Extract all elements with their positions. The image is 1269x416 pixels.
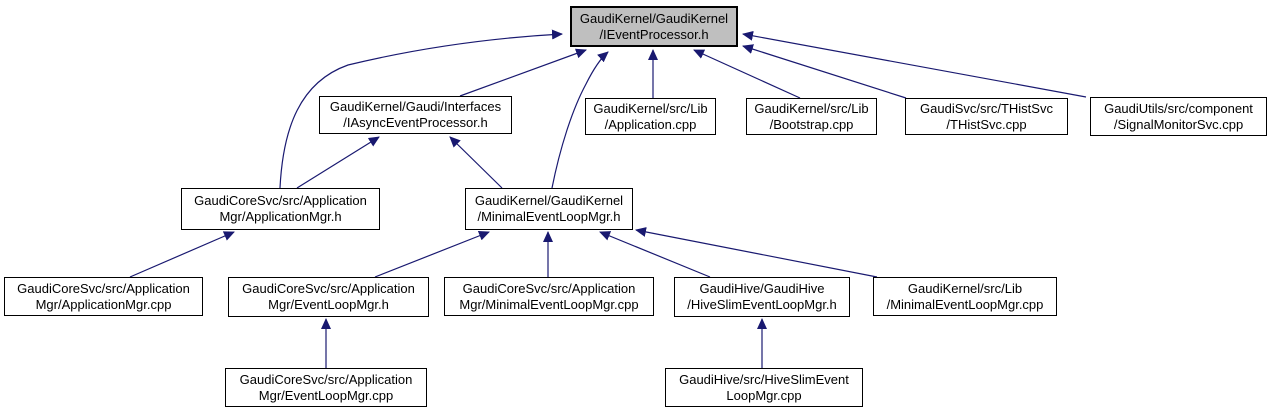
node-label-line: Mgr/EventLoopMgr.cpp bbox=[258, 387, 394, 403]
node-bootstrap-cpp[interactable]: GaudiKernel/src/Lib /Bootstrap.cpp bbox=[746, 98, 877, 135]
node-label-line: GaudiUtils/src/component bbox=[1104, 100, 1253, 116]
node-label-line: GaudiCoreSvc/src/Application bbox=[194, 193, 367, 208]
node-minimaleventloopmgr-cpp-kernel[interactable]: GaudiKernel/src/Lib /MinimalEventLoopMgr… bbox=[873, 277, 1057, 316]
node-label-line: GaudiKernel/GaudiKernel bbox=[474, 193, 624, 208]
node-minimaleventloopmgr-h[interactable]: GaudiKernel/GaudiKernel /MinimalEventLoo… bbox=[465, 188, 633, 230]
node-label-line: GaudiHive/src/HiveSlimEvent bbox=[679, 371, 849, 387]
node-hiveslimeventloopmgr-cpp[interactable]: GaudiHive/src/HiveSlimEvent LoopMgr.cpp bbox=[665, 368, 863, 407]
node-eventloopmgr-cpp[interactable]: GaudiCoreSvc/src/Application Mgr/EventLo… bbox=[225, 368, 427, 407]
node-label-line: GaudiKernel/src/Lib bbox=[593, 100, 708, 116]
node-label-line: LoopMgr.cpp bbox=[726, 387, 802, 403]
node-label-line: GaudiHive/GaudiHive bbox=[699, 281, 825, 296]
node-eventloopmgr-h[interactable]: GaudiCoreSvc/src/Application Mgr/EventLo… bbox=[228, 277, 429, 317]
node-label-line: /MinimalEventLoopMgr.h bbox=[477, 209, 621, 224]
node-label-line: Mgr/ApplicationMgr.h bbox=[219, 209, 342, 224]
node-label-line: GaudiCoreSvc/src/Application bbox=[239, 371, 413, 387]
node-ieventprocessor-h-root: GaudiKernel/GaudiKernel /IEventProcessor… bbox=[570, 6, 738, 47]
node-label-line: /SignalMonitorSvc.cpp bbox=[1113, 116, 1244, 132]
node-label-line: /MinimalEventLoopMgr.cpp bbox=[886, 296, 1044, 312]
node-label-line: Mgr/MinimalEventLoopMgr.cpp bbox=[459, 296, 639, 312]
node-label-line: GaudiKernel/GaudiKernel bbox=[579, 10, 729, 26]
node-thistsvc-cpp[interactable]: GaudiSvc/src/THistSvc /THistSvc.cpp bbox=[905, 98, 1068, 135]
node-label-line: /IEventProcessor.h bbox=[599, 26, 709, 42]
node-applicationmgr-h[interactable]: GaudiCoreSvc/src/Application Mgr/Applica… bbox=[181, 188, 380, 230]
node-label-line: GaudiKernel/Gaudi/Interfaces bbox=[329, 99, 502, 114]
node-label-line: /Bootstrap.cpp bbox=[769, 116, 854, 132]
node-minimaleventloopmgr-cpp-coresvc[interactable]: GaudiCoreSvc/src/Application Mgr/Minimal… bbox=[444, 277, 654, 316]
node-label-line: /THistSvc.cpp bbox=[946, 116, 1027, 132]
node-applicationmgr-cpp[interactable]: GaudiCoreSvc/src/Application Mgr/Applica… bbox=[4, 277, 203, 316]
node-application-cpp[interactable]: GaudiKernel/src/Lib /Application.cpp bbox=[585, 98, 716, 135]
node-label-line: GaudiKernel/src/Lib bbox=[754, 100, 869, 116]
node-label-line: /Application.cpp bbox=[604, 116, 697, 132]
node-label-line: GaudiCoreSvc/src/Application bbox=[462, 280, 636, 296]
node-label-line: Mgr/EventLoopMgr.h bbox=[268, 297, 389, 312]
node-hiveslimeventloopmgr-h[interactable]: GaudiHive/GaudiHive /HiveSlimEventLoopMg… bbox=[674, 277, 850, 317]
node-label-line: GaudiKernel/src/Lib bbox=[907, 280, 1023, 296]
node-label-line: Mgr/ApplicationMgr.cpp bbox=[35, 296, 172, 312]
node-label-line: GaudiCoreSvc/src/Application bbox=[242, 281, 415, 296]
node-signalmonitorsvc-cpp[interactable]: GaudiUtils/src/component /SignalMonitorS… bbox=[1090, 97, 1267, 136]
node-label-line: /IAsyncEventProcessor.h bbox=[343, 115, 488, 130]
node-iasynceventprocessor-h[interactable]: GaudiKernel/Gaudi/Interfaces /IAsyncEven… bbox=[319, 96, 512, 134]
node-label-line: GaudiCoreSvc/src/Application bbox=[17, 280, 190, 296]
node-label-line: /HiveSlimEventLoopMgr.h bbox=[687, 297, 837, 312]
node-label-line: GaudiSvc/src/THistSvc bbox=[920, 100, 1053, 116]
